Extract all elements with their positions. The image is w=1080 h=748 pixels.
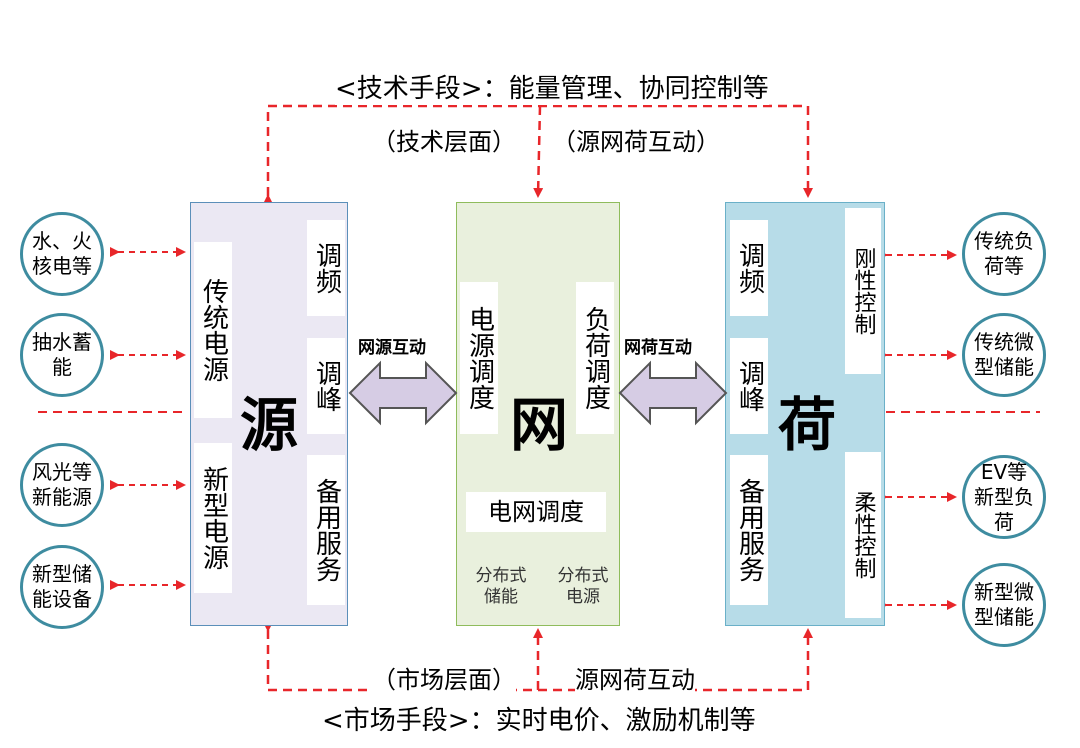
distributed-storage-text: 分布式储能 <box>475 566 527 607</box>
grid-power-source-dispatch: 电源调度 <box>460 282 498 434</box>
top-dashed-loop <box>263 104 813 204</box>
source-new-power: 新型电源 <box>194 443 232 593</box>
load-title: 荷 <box>778 391 837 459</box>
grid-distributed-storage: 分布式储能 <box>470 566 532 608</box>
grid-source-arrow-label: 网源互动 <box>358 338 426 358</box>
source-reserve-service: 备用服务 <box>307 455 345 605</box>
left-circle-3-text: 风光等新能源 <box>32 460 92 509</box>
right-circle-new-micro-storage: 新型微型储能 <box>962 563 1046 647</box>
load-flexible-control: 柔性控制 <box>845 452 881 618</box>
distributed-source-text: 分布式电源 <box>557 566 609 607</box>
load-rigid-control: 刚性控制 <box>845 208 881 374</box>
left-circle-1-text: 水、火核电等 <box>32 229 92 278</box>
right-circle-1-text: 传统负荷等 <box>974 229 1034 278</box>
right-circle-3-text: EV等新型负荷 <box>974 459 1034 534</box>
right-circle-traditional-micro-storage: 传统微型储能 <box>962 313 1046 397</box>
left-circle-new-storage: 新型储能设备 <box>20 545 104 629</box>
source-peak-regulation: 调峰 <box>307 338 345 434</box>
load-reserve-service: 备用服务 <box>730 455 768 605</box>
grid-source-double-arrow <box>348 360 458 426</box>
left-circle-renewables: 风光等新能源 <box>20 443 104 527</box>
grid-load-arrow-label: 网荷互动 <box>624 338 692 358</box>
source-title: 源 <box>240 391 299 459</box>
left-circle-2-text: 抽水蓄能 <box>32 330 92 379</box>
bottom-interaction-label: 源网荷互动 <box>575 660 695 695</box>
left-circle-4-text: 新型储能设备 <box>32 562 92 611</box>
grid-load-double-arrow <box>618 360 728 426</box>
grid-title: 网 <box>510 391 569 459</box>
left-circle-pumped-storage: 抽水蓄能 <box>20 313 104 397</box>
load-freq-regulation: 调频 <box>730 220 768 316</box>
top-dashed-to-grid <box>533 105 544 198</box>
grid-load-dispatch: 负荷调度 <box>576 282 614 434</box>
right-circle-4-text: 新型微型储能 <box>974 580 1034 629</box>
source-traditional-power: 传统电源 <box>194 242 232 418</box>
right-circle-ev-load: EV等新型负荷 <box>962 455 1046 539</box>
load-peak-regulation: 调峰 <box>730 338 768 434</box>
market-means-label: <市场手段>：实时电价、激励机制等 <box>322 706 756 736</box>
grid-distributed-source: 分布式电源 <box>552 566 614 608</box>
market-level-label: （市场层面） <box>372 660 516 695</box>
source-freq-regulation: 调频 <box>307 220 345 316</box>
left-circle-thermal-nuclear: 水、火核电等 <box>20 212 104 296</box>
grid-dispatch: 电网调度 <box>466 492 606 532</box>
top-interaction-label: （源网荷互动） <box>552 128 720 156</box>
right-circle-2-text: 传统微型储能 <box>974 330 1034 379</box>
right-circle-traditional-load: 传统负荷等 <box>962 212 1046 296</box>
tech-means-label: <技术手段>：能量管理、协同控制等 <box>335 68 769 105</box>
tech-level-label: （技术层面） <box>372 128 516 156</box>
